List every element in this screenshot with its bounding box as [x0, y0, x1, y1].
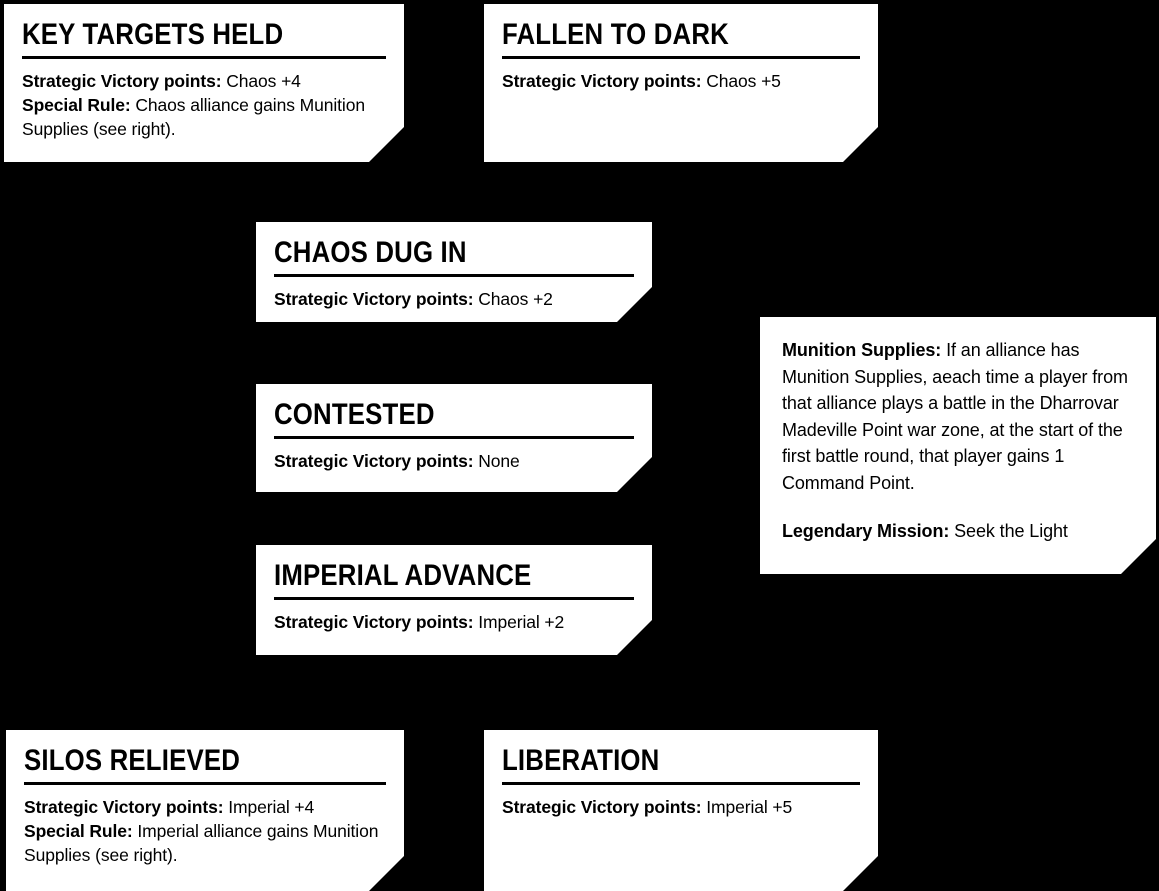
card-title: SILOS RELIEVED	[24, 744, 241, 777]
stat-value: Chaos alliance gains Munition Supplies (…	[22, 95, 365, 139]
title-divider	[22, 56, 386, 59]
stat-value: None	[478, 451, 520, 471]
card-title: KEY TARGETS HELD	[22, 18, 284, 51]
card-inner: CONTESTED Strategic Victory points: None	[256, 384, 652, 483]
card-body: Strategic Victory points: Imperial +5	[502, 795, 860, 819]
card-body: Strategic Victory points: Imperial +4 Sp…	[24, 795, 386, 867]
stat-label: Strategic Victory points:	[24, 797, 224, 817]
rule-value: If an alliance has Munition Supplies, ae…	[782, 340, 1128, 493]
card-body: Strategic Victory points: Chaos +2	[274, 287, 634, 311]
stat-line: Special Rule: Imperial alliance gains Mu…	[24, 819, 386, 867]
stat-line: Strategic Victory points: Imperial +2	[274, 610, 634, 634]
card-liberation: LIBERATION Strategic Victory points: Imp…	[484, 730, 878, 891]
card-body: Strategic Victory points: Chaos +4 Speci…	[22, 69, 386, 141]
stat-value: Chaos +4	[226, 71, 301, 91]
stat-label: Strategic Victory points:	[274, 451, 474, 471]
card-contested: CONTESTED Strategic Victory points: None	[256, 384, 652, 492]
card-body: Munition Supplies: If an alliance has Mu…	[782, 337, 1134, 545]
title-divider	[274, 436, 634, 439]
stat-value: Imperial +2	[478, 612, 565, 632]
card-inner: LIBERATION Strategic Victory points: Imp…	[484, 730, 878, 829]
paragraph-spacer	[782, 496, 1134, 518]
card-inner: KEY TARGETS HELD Strategic Victory point…	[4, 4, 404, 151]
stat-line: Strategic Victory points: Chaos +4	[22, 69, 386, 93]
stat-label: Special Rule:	[24, 821, 133, 841]
stat-line: Strategic Victory points: Imperial +5	[502, 795, 860, 819]
stat-line: Strategic Victory points: Chaos +5	[502, 69, 860, 93]
stat-value: Imperial +5	[706, 797, 793, 817]
card-title: CONTESTED	[274, 398, 435, 431]
card-inner: Munition Supplies: If an alliance has Mu…	[760, 317, 1156, 555]
card-munition-supplies: Munition Supplies: If an alliance has Mu…	[760, 317, 1156, 574]
card-chaos-dug-in: CHAOS DUG IN Strategic Victory points: C…	[256, 222, 652, 322]
rule-label: Legendary Mission:	[782, 521, 950, 541]
stat-line: Special Rule: Chaos alliance gains Munit…	[22, 93, 386, 141]
stat-value: Chaos +2	[478, 289, 553, 309]
title-divider	[274, 274, 634, 277]
card-inner: IMPERIAL ADVANCE Strategic Victory point…	[256, 545, 652, 644]
card-inner: CHAOS DUG IN Strategic Victory points: C…	[256, 222, 652, 321]
stat-line: Strategic Victory points: Imperial +4	[24, 795, 386, 819]
title-divider	[24, 782, 386, 785]
card-body: Strategic Victory points: None	[274, 449, 634, 473]
title-divider	[274, 597, 634, 600]
title-divider	[502, 782, 860, 785]
card-title: IMPERIAL ADVANCE	[274, 559, 532, 592]
card-inner: FALLEN TO DARK Strategic Victory points:…	[484, 4, 878, 103]
stat-label: Strategic Victory points:	[274, 612, 474, 632]
card-body: Strategic Victory points: Imperial +2	[274, 610, 634, 634]
stat-label: Strategic Victory points:	[22, 71, 222, 91]
card-key-targets-held: KEY TARGETS HELD Strategic Victory point…	[4, 4, 404, 162]
rule-line: Munition Supplies: If an alliance has Mu…	[782, 337, 1134, 496]
card-fallen-to-dark: FALLEN TO DARK Strategic Victory points:…	[484, 4, 878, 162]
card-title: LIBERATION	[502, 744, 660, 777]
stat-value: Chaos +5	[706, 71, 781, 91]
stat-line: Strategic Victory points: Chaos +2	[274, 287, 634, 311]
card-inner: SILOS RELIEVED Strategic Victory points:…	[6, 730, 404, 877]
stat-value: Imperial +4	[228, 797, 315, 817]
stat-label: Special Rule:	[22, 95, 131, 115]
stat-value: Imperial alliance gains Munition Supplie…	[24, 821, 379, 865]
rule-value: Seek the Light	[954, 521, 1068, 541]
card-imperial-advance: IMPERIAL ADVANCE Strategic Victory point…	[256, 545, 652, 655]
rule-label: Munition Supplies:	[782, 340, 942, 360]
stat-line: Strategic Victory points: None	[274, 449, 634, 473]
card-title: FALLEN TO DARK	[502, 18, 729, 51]
title-divider	[502, 56, 860, 59]
card-body: Strategic Victory points: Chaos +5	[502, 69, 860, 93]
card-title: CHAOS DUG IN	[274, 236, 467, 269]
rule-line: Legendary Mission: Seek the Light	[782, 518, 1134, 545]
stat-label: Strategic Victory points:	[502, 797, 702, 817]
stat-label: Strategic Victory points:	[502, 71, 702, 91]
stat-label: Strategic Victory points:	[274, 289, 474, 309]
card-silos-relieved: SILOS RELIEVED Strategic Victory points:…	[6, 730, 404, 891]
